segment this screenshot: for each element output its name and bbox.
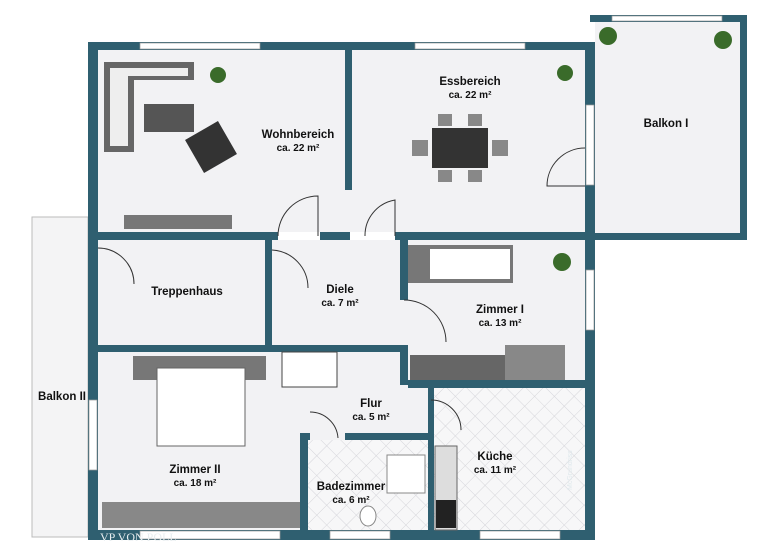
room-name: Essbereich — [439, 76, 501, 88]
room-area: ca. 6 m² — [332, 495, 370, 506]
floor-balkon-2 — [31, 216, 89, 538]
room-wohnbereich: Wohnbereich ca. 22 m² — [262, 128, 335, 156]
room-area: ca. 13 m² — [478, 318, 522, 329]
room-name: Balkon II — [38, 391, 86, 403]
room-treppenhaus: Treppenhaus — [151, 285, 223, 299]
credit-text: McGrundriss — [567, 450, 574, 490]
room-name: Wohnbereich — [261, 129, 335, 141]
room-name: Diele — [326, 284, 354, 296]
room-zimmer-1: Zimmer I ca. 13 m² — [476, 303, 524, 331]
floor-balkon-1 — [595, 22, 740, 237]
room-name: Zimmer I — [476, 304, 524, 316]
room-balkon-2: Balkon II — [38, 390, 86, 404]
room-name: Küche — [477, 451, 513, 463]
room-area: ca. 5 m² — [352, 412, 390, 423]
room-name: Flur — [360, 398, 382, 410]
furniture — [102, 27, 732, 531]
floor-kitchen — [434, 388, 585, 530]
room-kueche: Küche ca. 11 m² — [474, 450, 516, 478]
room-badezimmer: Badezimmer ca. 6 m² — [317, 480, 385, 508]
room-name: Treppenhaus — [151, 286, 223, 298]
room-essbereich: Essbereich ca. 22 m² — [439, 75, 500, 103]
room-area: ca. 7 m² — [321, 298, 359, 309]
room-area: ca. 18 m² — [173, 478, 217, 489]
windows — [88, 15, 723, 540]
room-zimmer-2: Zimmer II ca. 18 m² — [169, 463, 220, 491]
room-area: ca. 22 m² — [276, 143, 320, 154]
room-balkon-1: Balkon I — [644, 117, 689, 131]
von-poll-logo: VP VON POLL — [100, 530, 177, 544]
room-name: Badezimmer — [316, 481, 386, 493]
doors — [97, 147, 586, 439]
room-area: ca. 11 m² — [473, 465, 517, 476]
room-diele: Diele ca. 7 m² — [321, 283, 358, 311]
room-name: Zimmer II — [169, 464, 221, 476]
room-flur: Flur ca. 5 m² — [352, 397, 389, 425]
room-area: ca. 22 m² — [448, 90, 492, 101]
room-name: Balkon I — [643, 118, 689, 130]
